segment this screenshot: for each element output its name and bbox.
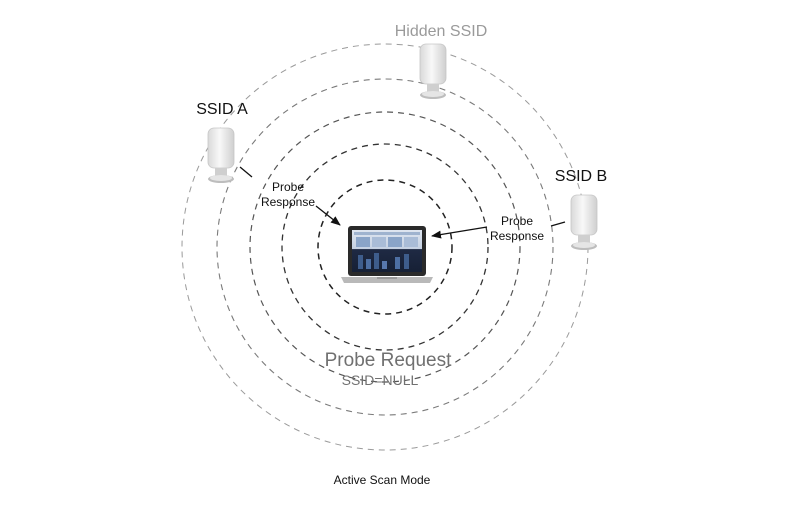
ssid-b-connector [550, 221, 566, 227]
probe-response-b-line2: Response [490, 229, 544, 243]
probe-request-title: Probe Request [325, 350, 452, 371]
probe-response-b-line1: Probe [501, 214, 533, 228]
ssid-a-connector [239, 166, 253, 178]
ssid-b-label: SSID B [555, 168, 607, 185]
laptop-icon [341, 226, 433, 283]
probe-response-a-line2: Response [261, 195, 315, 209]
probe-response-a-arrow [315, 205, 341, 226]
access-point-icon [570, 194, 598, 250]
probe-request-subtitle: SSID=NULL [342, 372, 419, 388]
diagram-caption: Active Scan Mode [334, 473, 431, 487]
access-point-icon [207, 127, 235, 183]
ssid-a-label: SSID A [196, 101, 248, 118]
access-point-icon [419, 43, 447, 99]
scan-ring-1 [317, 179, 453, 315]
scan-ring-4 [216, 78, 554, 416]
scan-ring-2 [281, 143, 489, 351]
scan-ring-3 [249, 111, 521, 383]
probe-response-b-arrow [431, 226, 488, 239]
probe-response-a-line1: Probe [272, 180, 304, 194]
hidden-ssid-label: Hidden SSID [395, 23, 488, 40]
